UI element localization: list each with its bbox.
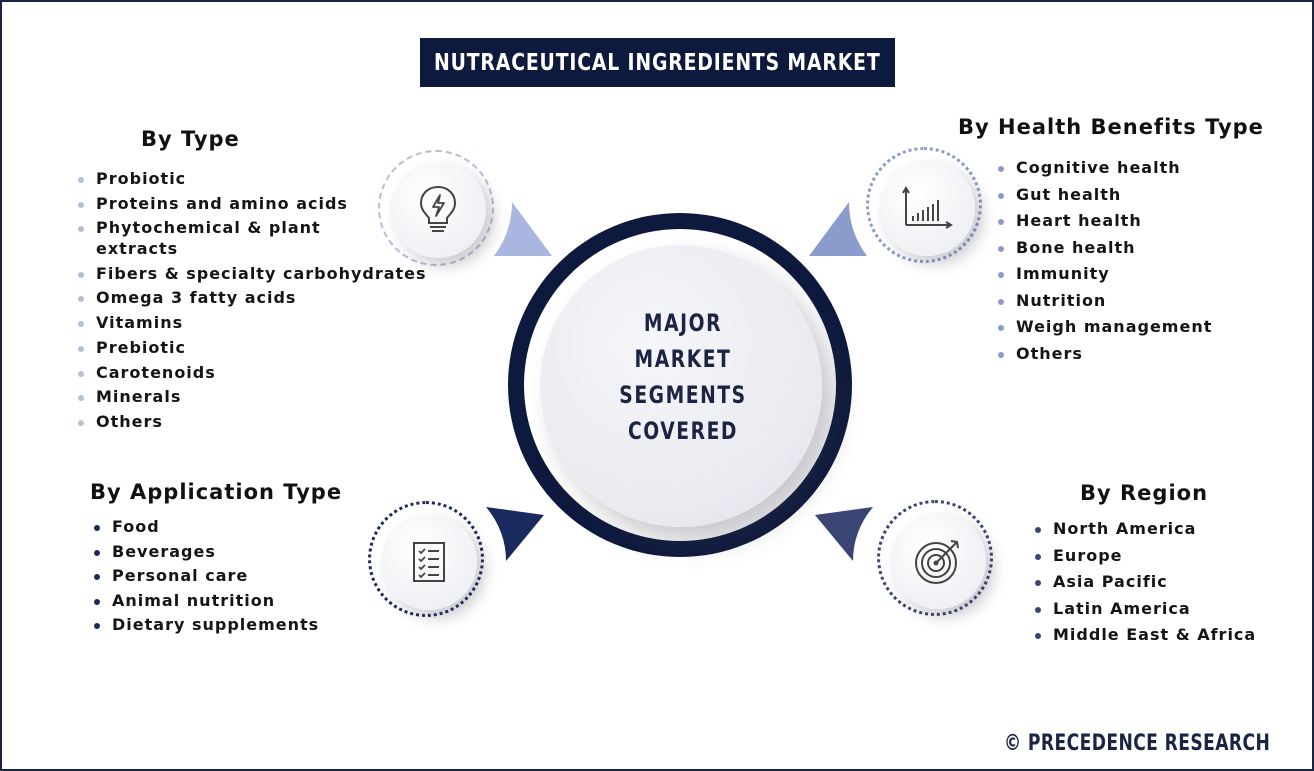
- list-item: Dietary supplements: [92, 615, 319, 640]
- center-label-line: MAJOR: [643, 309, 723, 337]
- list-item: Cognitive health: [996, 158, 1212, 185]
- health-icon-disc: [879, 160, 975, 256]
- list-item: Weigh management: [996, 317, 1212, 344]
- list-item: Probiotic: [76, 169, 427, 194]
- arrow-top-left: [494, 202, 552, 256]
- list-item: Fibers & specialty carbohydrates: [76, 264, 427, 288]
- list-item: Minerals: [76, 387, 427, 412]
- arrow-bottom-left: [486, 507, 544, 561]
- region-icon-badge: [877, 500, 993, 616]
- list-item: Food: [92, 517, 319, 542]
- list-item: Phytochemical & plant: [76, 218, 427, 239]
- lightbulb-icon: [419, 185, 457, 232]
- list-item: Beverages: [92, 542, 319, 567]
- arrow-top-right: [809, 202, 867, 256]
- list-item: Bone health: [996, 238, 1212, 265]
- list-item: Carotenoids: [76, 363, 427, 387]
- list-item: Omega 3 fatty acids: [76, 288, 427, 313]
- page-title: NUTRACEUTICAL INGREDIENTS MARKET: [434, 49, 881, 76]
- health-list: Cognitive health Gut health Heart health…: [996, 158, 1212, 370]
- list-item: Animal nutrition: [92, 591, 319, 616]
- type-icon-disc: [390, 162, 486, 258]
- section-title-type: By Type: [141, 127, 240, 151]
- list-item: Nutrition: [996, 291, 1212, 318]
- list-item: Heart health: [996, 211, 1212, 238]
- section-title-health: By Health Benefits Type: [958, 115, 1264, 139]
- list-item: Personal care: [92, 566, 319, 591]
- application-list: Food Beverages Personal care Animal nutr…: [92, 517, 319, 640]
- region-list: North America Europe Asia Pacific Latin …: [1033, 519, 1256, 652]
- title-banner: NUTRACEUTICAL INGREDIENTS MARKET: [420, 38, 895, 87]
- list-item: Vitamins: [76, 313, 427, 338]
- list-item: Others: [996, 344, 1212, 371]
- list-item: Gut health: [996, 185, 1212, 212]
- target-icon: [915, 540, 959, 584]
- list-item: North America: [1033, 519, 1256, 546]
- type-icon-badge: [378, 150, 494, 266]
- checklist-icon: [413, 542, 445, 582]
- region-icon-disc: [890, 513, 986, 609]
- list-item: Latin America: [1033, 599, 1256, 626]
- list-item: Prebiotic: [76, 338, 427, 363]
- list-item: Asia Pacific: [1033, 572, 1256, 599]
- application-icon-disc: [381, 514, 477, 610]
- application-icon-badge: [368, 501, 484, 617]
- bar-chart-icon: [902, 186, 953, 229]
- list-item-continuation: extracts: [96, 239, 179, 258]
- center-label: MAJOR MARKET SEGMENTS COVERED: [560, 305, 806, 449]
- list-item: Others: [76, 412, 427, 437]
- list-item: Immunity: [996, 264, 1212, 291]
- center-label-line: SEGMENTS: [619, 381, 747, 409]
- brand-credit: © PRECEDENCE RESEARCH: [1004, 731, 1271, 756]
- section-title-application: By Application Type: [90, 480, 343, 504]
- list-item: Europe: [1033, 546, 1256, 573]
- list-item: Middle East & Africa: [1033, 625, 1256, 652]
- type-list: Probiotic Proteins and amino acids Phyto…: [76, 169, 427, 437]
- arrow-bottom-right: [815, 507, 873, 561]
- center-label-line: MARKET: [634, 345, 732, 373]
- health-icon-badge: [866, 147, 982, 263]
- center-disc: [540, 245, 822, 527]
- section-title-region: By Region: [1080, 481, 1209, 505]
- center-label-line: COVERED: [627, 417, 739, 445]
- list-item: Proteins and amino acids: [76, 194, 427, 218]
